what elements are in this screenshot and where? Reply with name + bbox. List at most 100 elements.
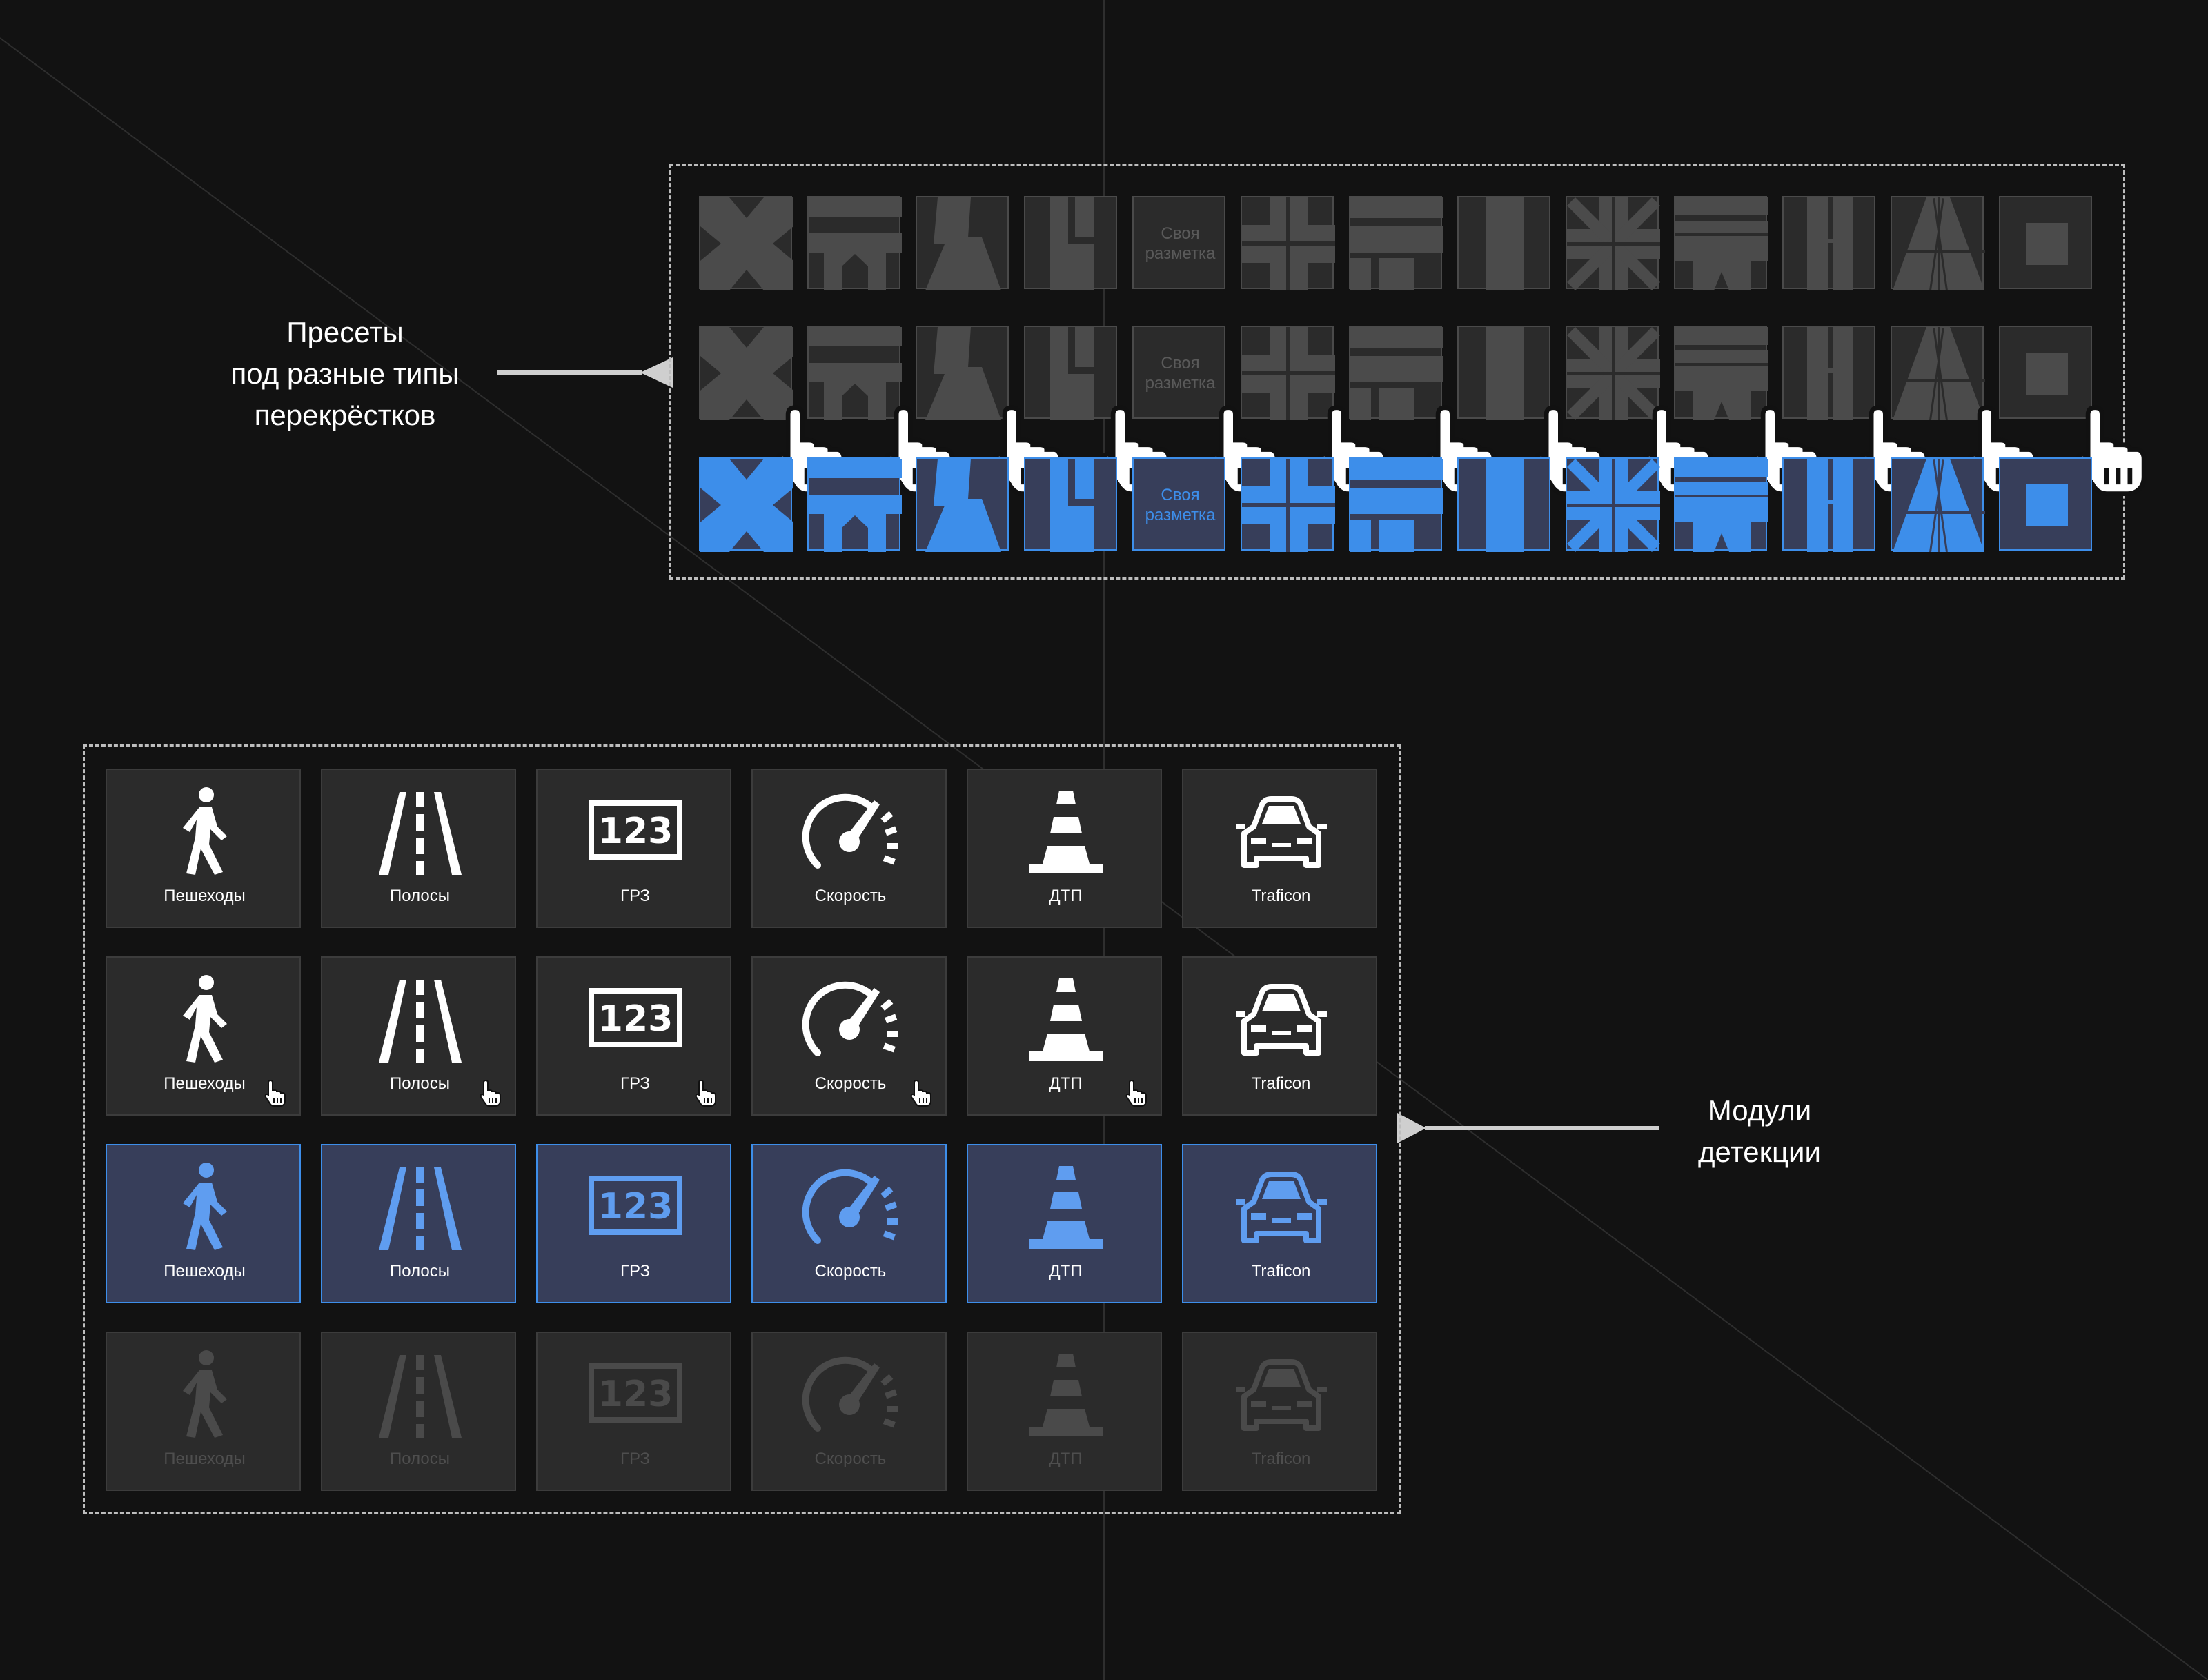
preset-default-10[interactable]	[1674, 196, 1768, 290]
module-card-default-4[interactable]: Скорость	[751, 769, 947, 928]
preset-default-3[interactable]	[916, 196, 1009, 290]
module-card-selected-2[interactable]: Полосы	[321, 1144, 516, 1303]
road-shift-icon	[925, 459, 1001, 552]
module-label: Полосы	[390, 1262, 450, 1281]
preset-selected-2[interactable]	[807, 457, 902, 552]
preset-default-7[interactable]	[1349, 196, 1443, 290]
module-label: Traficon	[1251, 1262, 1311, 1281]
preset-hover-7[interactable]	[1349, 326, 1497, 496]
speedometer-icon	[802, 981, 898, 1056]
preset-selected-3[interactable]	[916, 457, 1009, 552]
module-label: Скорость	[814, 1450, 887, 1468]
preset-default-13[interactable]	[1999, 196, 2092, 289]
module-card-hover-4[interactable]: Скорость	[751, 956, 947, 1116]
square-zone-icon	[2026, 353, 2068, 395]
speedometer-icon	[802, 1169, 898, 1244]
module-card-hover-6[interactable]: Traficon	[1182, 956, 1377, 1116]
road-shift-icon	[925, 327, 1001, 420]
pedestrian-icon	[183, 975, 227, 1063]
preset-default-6[interactable]	[1241, 196, 1335, 290]
module-label: ГРЗ	[620, 1074, 650, 1093]
speedometer-icon	[802, 793, 898, 869]
preset-selected-10[interactable]	[1674, 457, 1768, 552]
preset-default-8[interactable]	[1457, 196, 1550, 290]
module-card-hover-1[interactable]: Пешеходы	[106, 956, 301, 1116]
cross-intersection-icon	[700, 327, 793, 420]
module-card-default-6[interactable]: Traficon	[1182, 769, 1377, 928]
module-label: ДТП	[1049, 887, 1083, 905]
module-card-selected-5[interactable]: ДТП	[967, 1144, 1162, 1303]
preset-default-12[interactable]	[1891, 196, 1985, 290]
modules-annotation-line2: детекции	[1698, 1136, 1821, 1168]
straight-road-icon	[1486, 327, 1524, 420]
svg-text:123: 123	[598, 1186, 673, 1227]
preset-selected-8[interactable]	[1457, 457, 1550, 552]
module-card-selected-4[interactable]: Скорость	[751, 1144, 947, 1303]
preset-selected-12[interactable]	[1891, 457, 1985, 552]
module-card-default-1[interactable]: Пешеходы	[106, 769, 301, 928]
preset-default-9[interactable]	[1566, 196, 1660, 290]
module-label: Пешеходы	[164, 887, 246, 905]
preset-hover-12[interactable]	[1891, 326, 2038, 496]
preset-selected-9[interactable]	[1566, 457, 1660, 552]
t-junction-star-icon	[1675, 327, 1768, 420]
preset-selected-11[interactable]	[1782, 457, 1875, 552]
double-road-icon	[1807, 459, 1853, 552]
offset-cross-icon	[1242, 459, 1335, 552]
lanes-icon	[379, 1355, 462, 1438]
custom-markup-label-line: разметка	[1145, 506, 1216, 524]
preset-hover-8[interactable]	[1457, 326, 1605, 496]
preset-selected-5[interactable]: Своя разметка	[1132, 457, 1225, 551]
multilane-road-icon	[1892, 459, 1985, 552]
module-card-hover-2[interactable]: Полосы	[321, 956, 516, 1116]
star-intersection-icon	[1567, 459, 1660, 552]
preset-hover-13[interactable]	[1999, 326, 2147, 496]
preset-selected-1[interactable]	[699, 457, 793, 552]
preset-selected-6[interactable]	[1241, 457, 1335, 552]
preset-selected-13[interactable]	[1999, 457, 2092, 551]
module-card-default-2[interactable]: Полосы	[321, 769, 516, 928]
traffic-cone-icon	[1029, 1354, 1103, 1436]
preset-hover-3[interactable]	[916, 326, 1063, 496]
module-card-default-5[interactable]: ДТП	[967, 769, 1162, 928]
cross-intersection-icon	[700, 197, 793, 290]
preset-hover-4[interactable]	[1024, 326, 1172, 496]
module-label: ГРЗ	[620, 1262, 650, 1281]
double-road-icon	[1807, 197, 1853, 290]
preset-default-4[interactable]	[1024, 196, 1117, 290]
preset-hover-1[interactable]	[699, 326, 847, 496]
module-card-selected-6[interactable]: Traficon	[1182, 1144, 1377, 1303]
modules-annotation-line1: Модули	[1707, 1094, 1812, 1127]
lane-shift-icon	[1050, 197, 1094, 290]
custom-markup-label-line: Своя	[1161, 354, 1200, 373]
license-plate-icon: 123	[589, 1176, 682, 1235]
preset-default-11[interactable]	[1782, 196, 1875, 290]
pedestrian-icon	[183, 1163, 227, 1250]
module-card-disabled-4: Скорость	[751, 1332, 947, 1491]
preset-hover-10[interactable]	[1674, 326, 1822, 496]
preset-hover-6[interactable]	[1241, 326, 1388, 496]
modules-annotation: Модули детекции	[1635, 1090, 1884, 1173]
hand-cursor-icon	[910, 1079, 931, 1107]
module-card-hover-5[interactable]: ДТП	[967, 956, 1162, 1116]
preset-selected-7[interactable]	[1349, 457, 1443, 552]
custom-markup-label-line: Своя	[1161, 486, 1200, 504]
preset-hover-11[interactable]	[1782, 326, 1930, 496]
module-label: ГРЗ	[620, 887, 650, 905]
preset-selected-4[interactable]	[1024, 457, 1117, 552]
hand-cursor-icon	[480, 1079, 501, 1107]
preset-default-2[interactable]	[807, 196, 902, 290]
offset-cross-icon	[1242, 197, 1335, 290]
custom-markup-label-line: разметка	[1145, 244, 1216, 263]
license-plate-icon: 123	[589, 988, 682, 1047]
preset-hover-9[interactable]	[1566, 326, 1713, 496]
pedestrian-icon	[183, 1350, 227, 1438]
preset-default-1[interactable]	[699, 196, 793, 290]
preset-hover-2[interactable]	[807, 326, 955, 496]
module-card-selected-1[interactable]: Пешеходы	[106, 1144, 301, 1303]
